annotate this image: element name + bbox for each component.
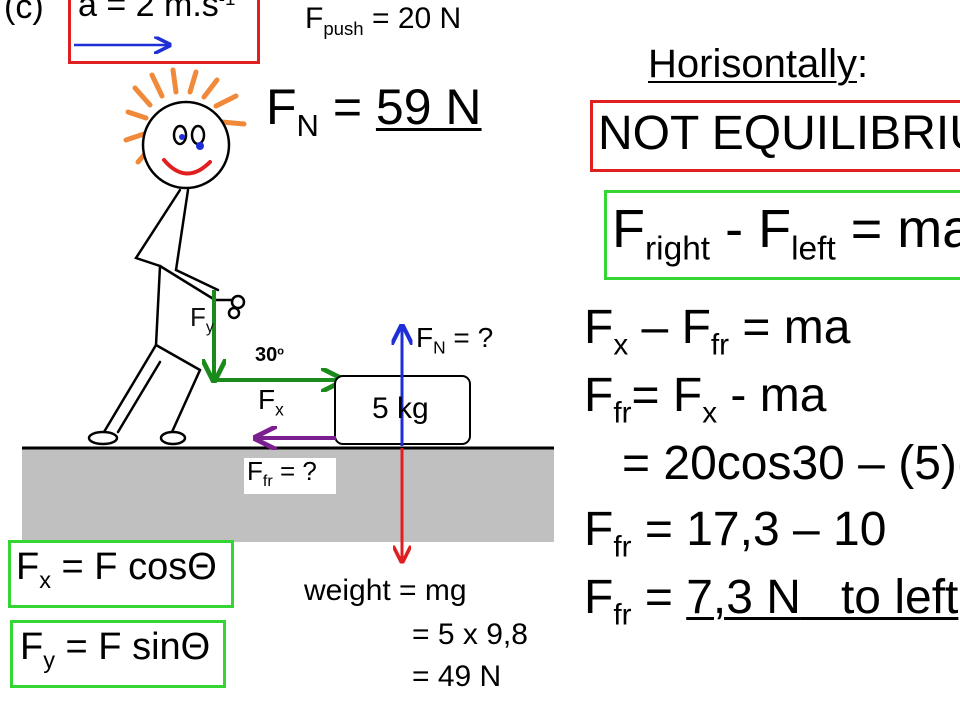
weight-line-2: = 5 x 9,8 — [412, 618, 528, 651]
acceleration-box — [68, 0, 260, 64]
stick-figure — [87, 67, 247, 446]
not-equilibrium-label: NOT EQUILIBRIU — [598, 107, 960, 160]
not-equilibrium-box — [590, 100, 960, 172]
fy-formula: Fy = F sinΘ — [20, 626, 211, 673]
fy-formula-box — [10, 620, 226, 688]
push-force-label: Fpush = 20 N — [305, 2, 462, 40]
normal-force-label: FN = ? — [416, 322, 494, 358]
angle-label: 30o — [255, 344, 284, 366]
friction-label: Ffr = ? — [247, 456, 317, 491]
newton-law-box — [604, 190, 960, 280]
part-label: (c) — [4, 0, 44, 26]
equation-5: Ffr = 7,3 N to left — [584, 571, 959, 632]
equation-1: Fx – Ffr = ma — [584, 301, 851, 362]
newton-law: Fright - Fleft = ma — [612, 199, 960, 268]
fy-label: Fy — [190, 302, 214, 337]
box-mass-label: 5 kg — [372, 392, 429, 425]
normal-force-result: FN = 59 N — [266, 79, 482, 143]
horizontal-heading: Horisontally: — [648, 42, 869, 86]
weight-line-3: = 49 N — [412, 660, 502, 693]
equation-2: Ffr= Fx - ma — [584, 369, 827, 430]
acceleration-label: a = 2 m.s-1 — [78, 0, 235, 24]
fx-label: Fx — [258, 384, 284, 420]
weight-line-1: weight = mg — [304, 574, 467, 607]
equation-4: Ffr = 17,3 – 10 — [584, 503, 887, 564]
fx-formula: Fx = F cosΘ — [16, 546, 217, 593]
fx-formula-box — [8, 540, 234, 608]
equation-3: = 20cos30 – (5)( — [622, 437, 960, 490]
